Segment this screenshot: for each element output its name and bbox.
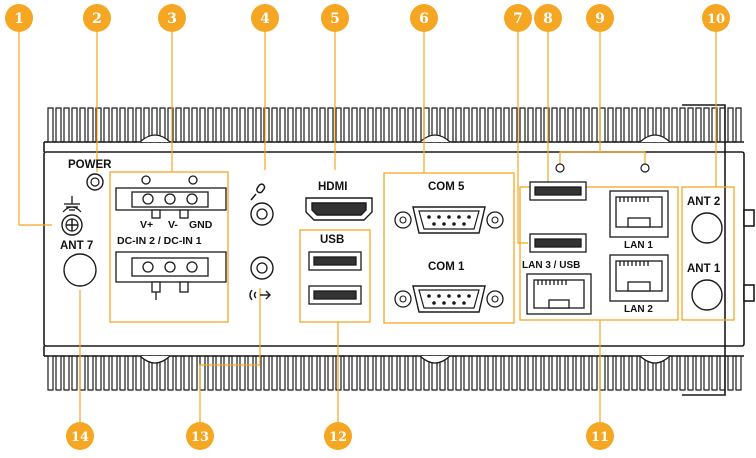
fin-row-bottom bbox=[44, 355, 742, 391]
hdmi-port[interactable] bbox=[305, 197, 373, 221]
dc-in-bottom-connector[interactable] bbox=[115, 251, 227, 300]
callout-6: 6 bbox=[410, 4, 438, 32]
usb-frame bbox=[299, 229, 371, 323]
callout-7: 7 bbox=[504, 4, 532, 32]
usb-port-top[interactable] bbox=[308, 251, 362, 271]
callout-14: 14 bbox=[66, 422, 94, 450]
bottom-heatsink-fins bbox=[44, 355, 742, 391]
usb-label: USB bbox=[320, 234, 344, 246]
ant-frame bbox=[681, 186, 735, 321]
vminus-label: V- bbox=[168, 219, 178, 231]
com1-port[interactable] bbox=[394, 285, 504, 313]
line-out-jack[interactable] bbox=[250, 256, 274, 280]
right-bracket bbox=[682, 104, 726, 396]
lan2-label: LAN 2 bbox=[624, 304, 653, 315]
callout-number: 4 bbox=[260, 11, 270, 27]
lan3-usb-label: LAN 3 / USB bbox=[522, 260, 580, 271]
led-indicator-left bbox=[555, 163, 565, 173]
microphone-icon bbox=[250, 183, 266, 201]
top-heatsink-fins bbox=[44, 107, 742, 143]
ground-screw-icon bbox=[61, 214, 83, 236]
dc-in-top-connector[interactable] bbox=[115, 175, 227, 219]
lan2-port[interactable] bbox=[609, 254, 669, 302]
com5-port[interactable] bbox=[394, 206, 504, 234]
mic-in-jack[interactable] bbox=[250, 202, 274, 226]
callout-11: 11 bbox=[586, 422, 614, 450]
fin-row-top bbox=[44, 107, 742, 143]
com-frame bbox=[383, 172, 515, 324]
audio-line-out-icon bbox=[249, 289, 271, 301]
callout-number: 12 bbox=[329, 430, 347, 445]
callout-12: 12 bbox=[324, 422, 352, 450]
dc-in-label: DC-IN 2 / DC-IN 1 bbox=[117, 235, 202, 247]
callout-5: 5 bbox=[321, 4, 349, 32]
callout-number: 11 bbox=[591, 430, 609, 445]
lan1-port[interactable] bbox=[609, 190, 669, 238]
ant7-connector[interactable] bbox=[63, 253, 97, 287]
callout-number: 5 bbox=[330, 11, 340, 27]
usb-port-stack-top[interactable] bbox=[529, 181, 587, 201]
callout-number: 3 bbox=[167, 11, 177, 27]
callout-9: 9 bbox=[586, 4, 614, 32]
callout-number: 2 bbox=[92, 11, 102, 27]
mounting-tabs bbox=[139, 134, 671, 364]
callout-10: 10 bbox=[702, 4, 730, 32]
callout-number: 8 bbox=[543, 11, 553, 27]
callout-number: 9 bbox=[595, 11, 605, 27]
group-frames bbox=[109, 171, 735, 324]
callout-lines bbox=[18, 30, 717, 432]
ant1-connector[interactable] bbox=[691, 279, 723, 311]
callout-number: 14 bbox=[71, 430, 89, 445]
ground-symbol-icon bbox=[62, 196, 82, 213]
ant1-label: ANT 1 bbox=[687, 263, 721, 275]
callout-number: 10 bbox=[707, 12, 725, 27]
usb-port-bottom[interactable] bbox=[308, 285, 362, 305]
callout-3: 3 bbox=[158, 4, 186, 32]
callout-4: 4 bbox=[251, 4, 279, 32]
com1-label: COM 1 bbox=[428, 261, 465, 273]
lan3-port[interactable] bbox=[526, 273, 592, 315]
com5-label: COM 5 bbox=[428, 181, 465, 193]
usb-port-stack-bottom[interactable] bbox=[529, 233, 587, 253]
hdmi-label: HDMI bbox=[318, 181, 347, 193]
ant2-label: ANT 2 bbox=[687, 196, 720, 208]
dc-in-frame bbox=[109, 171, 229, 323]
gnd-label: GND bbox=[189, 219, 213, 231]
vplus-label: V+ bbox=[140, 219, 153, 231]
callout-8: 8 bbox=[534, 4, 562, 32]
callout-1: 1 bbox=[5, 4, 33, 32]
callout-13: 13 bbox=[186, 422, 214, 450]
callout-number: 7 bbox=[513, 11, 523, 27]
callout-number: 13 bbox=[191, 430, 209, 445]
callout-number: 6 bbox=[419, 11, 429, 27]
power-label: POWER bbox=[68, 159, 112, 171]
ant2-connector[interactable] bbox=[691, 212, 723, 244]
led-indicator-right bbox=[640, 163, 650, 173]
callout-2: 2 bbox=[83, 4, 111, 32]
ant7-label: ANT 7 bbox=[60, 240, 93, 252]
lan-frame bbox=[519, 186, 679, 321]
callout-number: 1 bbox=[14, 11, 24, 27]
lan1-label: LAN 1 bbox=[624, 240, 653, 251]
power-button[interactable] bbox=[86, 173, 104, 191]
